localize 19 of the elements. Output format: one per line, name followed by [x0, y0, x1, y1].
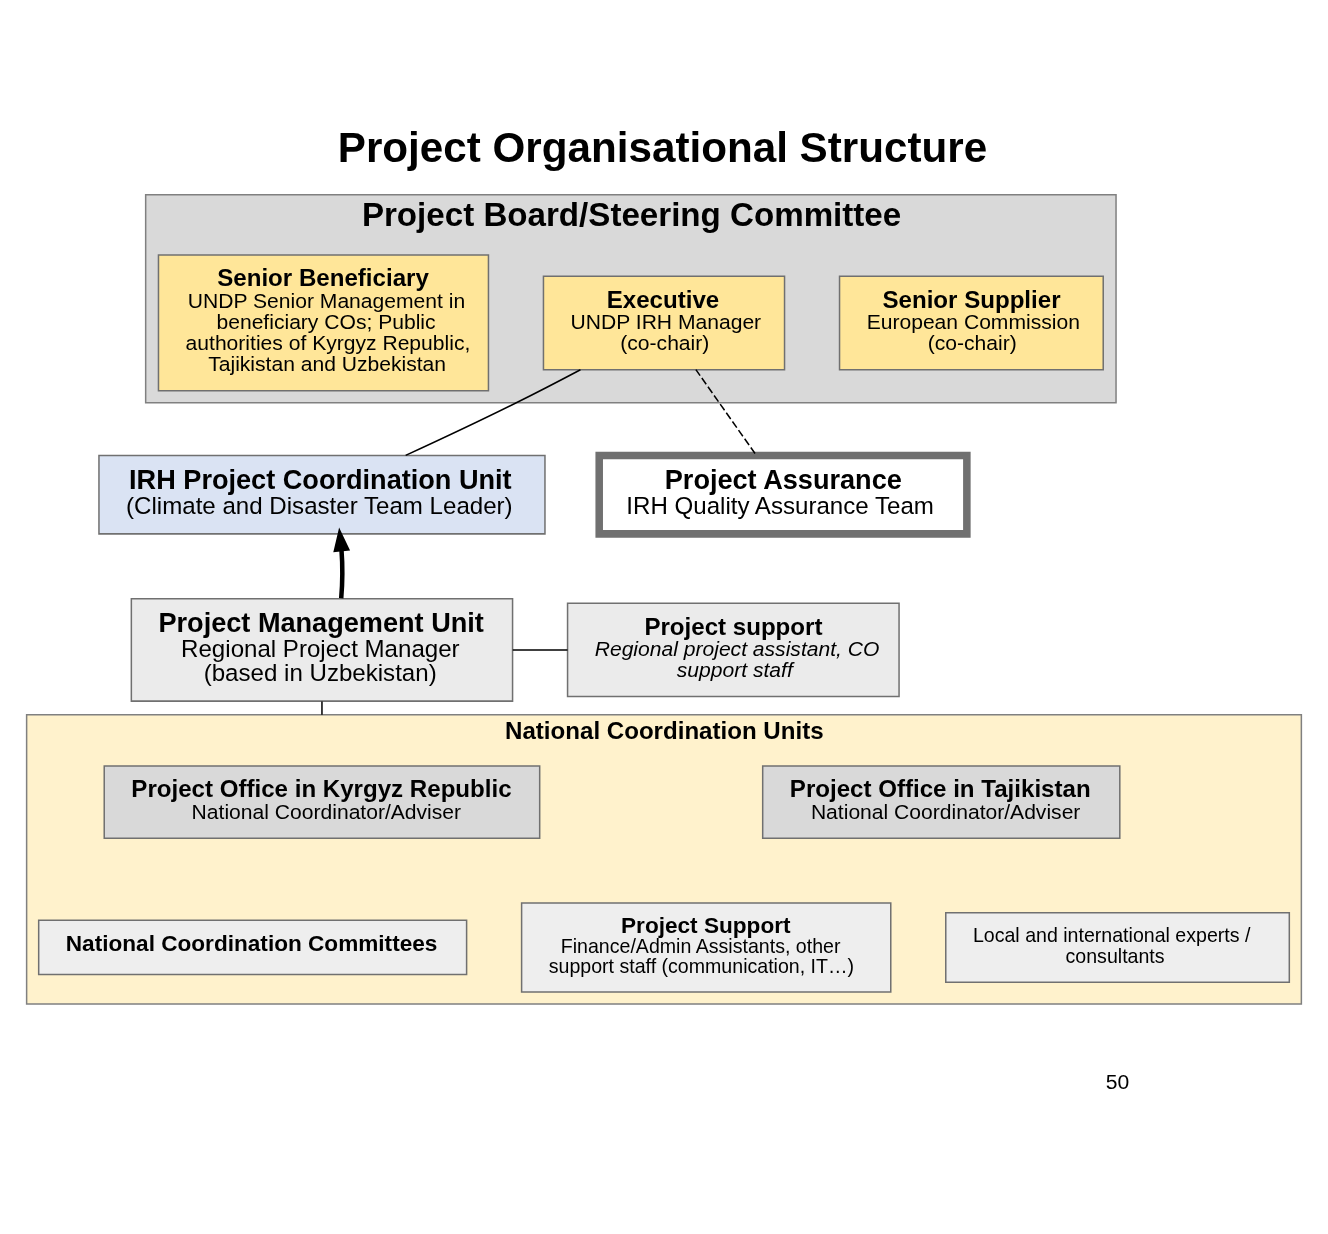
- label: 50: [1105, 1069, 1130, 1093]
- node-box: Project Management Unit Regional Project Manager (based in Uzbekistan): [130, 597, 514, 702]
- connector: [404, 368, 582, 456]
- connector: [695, 368, 758, 456]
- node-box: Senior Supplier European Commission (co-chair): [838, 274, 1104, 370]
- connector: [321, 700, 323, 715]
- node-box: Project Assurance IRH Quality Assurance Team: [595, 451, 971, 538]
- node-box: Senior Beneficiary UNDP Senior Management in beneficiary COs; Public authorities of Kyrgyz Republic, Tajikistan and Uzbekistan: [157, 253, 490, 391]
- arrow: [333, 526, 351, 598]
- connector: [512, 648, 569, 651]
- node-box: IRH Project Coordination Unit (Climate and Disaster Team Leader): [98, 454, 546, 535]
- node-box: Executive UNDP IRH Manager (co-chair): [542, 274, 786, 370]
- node-box: Local and international experts / consultants: [945, 911, 1291, 983]
- node-box: Project Office in Tajikistan National Coordinator/Adviser: [761, 764, 1121, 839]
- node-box: Project Support Finance/Admin Assistants, other support staff (communication, IT…): [520, 901, 892, 993]
- node-box: National Coordination Committees: [37, 919, 468, 975]
- diagram-title: Project Organisational Structure: [337, 123, 988, 171]
- node-box: Project Office in Kyrgyz Republic National Coordinator/Adviser: [103, 764, 541, 839]
- node-box: Project support Regional project assistant, CO support staff: [566, 601, 900, 697]
